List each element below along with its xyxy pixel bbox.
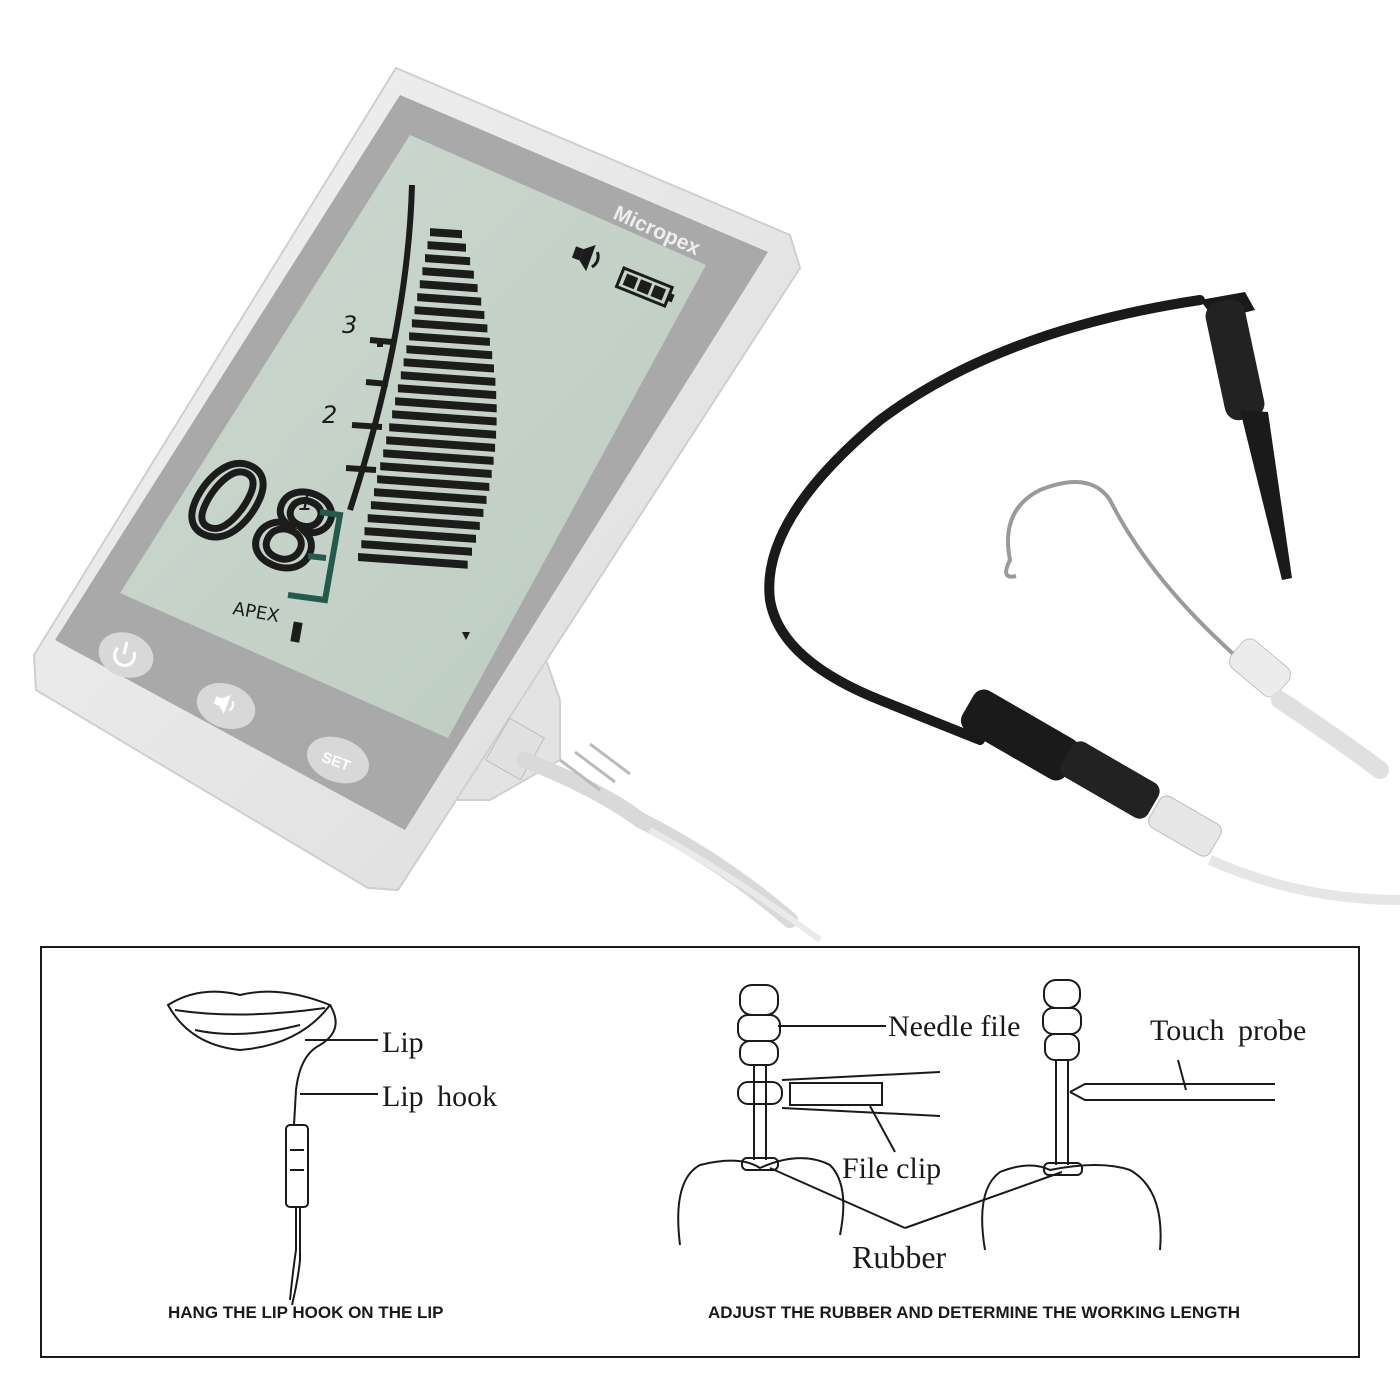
depth-bar-segment bbox=[364, 527, 476, 543]
depth-bar-segment bbox=[380, 462, 492, 478]
depth-bar-segment bbox=[389, 423, 497, 439]
lcd-arrow-marker bbox=[462, 632, 470, 640]
label-lip: Lip bbox=[382, 1026, 424, 1059]
lip-hook-accessory bbox=[1004, 480, 1389, 779]
label-lip-hook: Lip hook bbox=[382, 1080, 497, 1113]
depth-scale-line bbox=[347, 184, 415, 511]
lip-hook-diagram bbox=[166, 990, 378, 1306]
label-rubber: Rubber bbox=[852, 1239, 947, 1275]
apex-locator-device: 3 2 1 Micropex 08 APEX bbox=[33, 67, 822, 943]
depth-bar-segment bbox=[361, 540, 472, 556]
label-touch-probe: Touch probe bbox=[1150, 1014, 1306, 1047]
scale-label-3: 3 bbox=[342, 311, 357, 339]
depth-bar-segment bbox=[406, 345, 493, 360]
depth-bar-segment bbox=[430, 228, 462, 239]
scale-label-2: 2 bbox=[322, 401, 337, 429]
depth-bar-segment bbox=[392, 410, 497, 426]
label-file-clip: File clip bbox=[842, 1152, 941, 1185]
depth-bar-graph bbox=[358, 228, 497, 569]
power-button[interactable] bbox=[92, 625, 160, 685]
lcd-screen bbox=[120, 135, 706, 738]
depth-bar-segment bbox=[411, 319, 488, 333]
apex-marker bbox=[290, 621, 303, 643]
depth-bar-segment bbox=[409, 332, 490, 346]
sound-button[interactable] bbox=[190, 675, 261, 737]
set-button[interactable]: SET bbox=[300, 728, 375, 791]
scale-label-1: 1 bbox=[298, 488, 313, 516]
apex-bracket bbox=[287, 509, 344, 604]
white-cable bbox=[484, 717, 822, 943]
depth-bar-segment bbox=[417, 293, 482, 306]
depth-bar-segment bbox=[383, 449, 494, 465]
depth-bar-segment bbox=[419, 280, 478, 293]
instruction-panel bbox=[40, 946, 1360, 1358]
label-needle-file: Needle file bbox=[888, 1010, 1020, 1043]
depth-bar-segment bbox=[425, 254, 471, 266]
caption-left: HANG THE LIP HOOK ON THE LIP bbox=[168, 1303, 443, 1322]
depth-bar-segment bbox=[374, 488, 487, 505]
battery-icon bbox=[614, 266, 675, 308]
depth-bar-segment bbox=[358, 553, 468, 569]
depth-bar-segment bbox=[422, 267, 474, 279]
depth-bar-segment bbox=[403, 358, 495, 373]
black-cable-with-probe bbox=[764, 292, 1400, 905]
scale-ticks bbox=[345, 337, 393, 473]
depth-bar-segment bbox=[370, 501, 484, 518]
lcd-speaker-icon bbox=[571, 245, 600, 272]
sound-icon bbox=[213, 695, 235, 714]
power-icon bbox=[113, 646, 137, 667]
depth-bar-segment bbox=[386, 436, 496, 452]
depth-bar-segment bbox=[427, 241, 466, 252]
depth-bar-segment bbox=[400, 371, 496, 386]
caption-right: ADJUST THE RUBBER AND DETERMINE THE WORK… bbox=[708, 1303, 1240, 1322]
depth-bar-segment bbox=[414, 306, 485, 320]
depth-bar-segment bbox=[397, 384, 497, 400]
depth-bar-segment bbox=[367, 514, 480, 530]
needle-file-diagram bbox=[677, 979, 1275, 1251]
depth-bar-segment bbox=[395, 397, 497, 413]
depth-bar-segment bbox=[377, 475, 490, 492]
